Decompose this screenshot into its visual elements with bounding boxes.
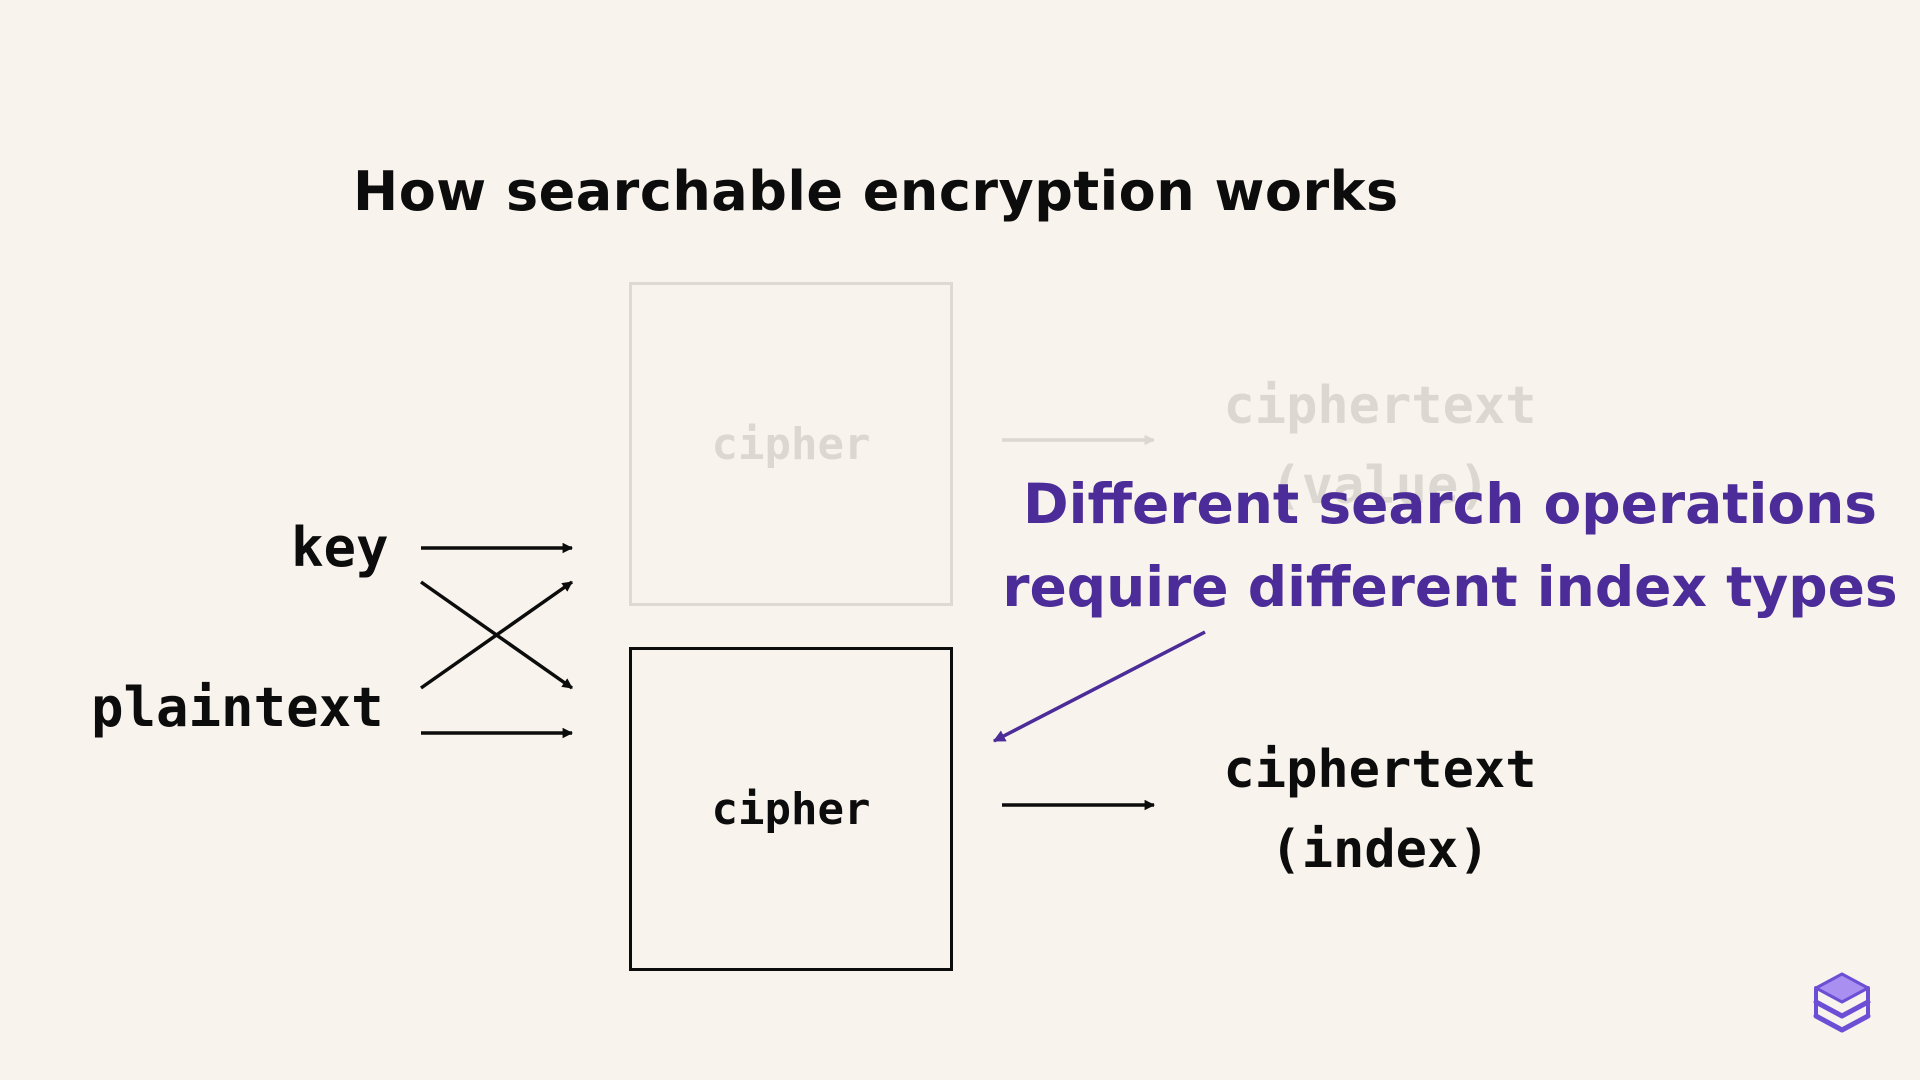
callout-pointer-arrow xyxy=(992,630,1206,743)
output-index-line1: ciphertext xyxy=(1223,740,1537,800)
cipher-label-main: cipher xyxy=(711,783,871,835)
callout-text: Different search operations require diff… xyxy=(1000,463,1900,629)
callout-line2: require different index types xyxy=(1002,555,1898,619)
arrow-plaintext-to-faded-cipher xyxy=(419,580,574,690)
plaintext-label: plaintext xyxy=(91,676,384,739)
cipher-label-faded: cipher xyxy=(711,418,871,470)
cipher-box-faded: cipher xyxy=(629,282,953,606)
output-index-line2: (index) xyxy=(1270,820,1490,880)
key-label: key xyxy=(291,516,389,579)
callout-line1: Different search operations xyxy=(1022,472,1878,536)
output-index: ciphertext (index) xyxy=(1170,730,1590,890)
stacked-layers-logo-icon xyxy=(1813,972,1871,1033)
cipher-box-main: cipher xyxy=(629,647,953,971)
output-value-faded: ciphertext (value) xyxy=(1170,366,1590,526)
output-faded-line1: ciphertext xyxy=(1223,376,1537,436)
output-faded-line2: (value) xyxy=(1270,456,1490,516)
page-title: How searchable encryption works xyxy=(353,160,1399,223)
